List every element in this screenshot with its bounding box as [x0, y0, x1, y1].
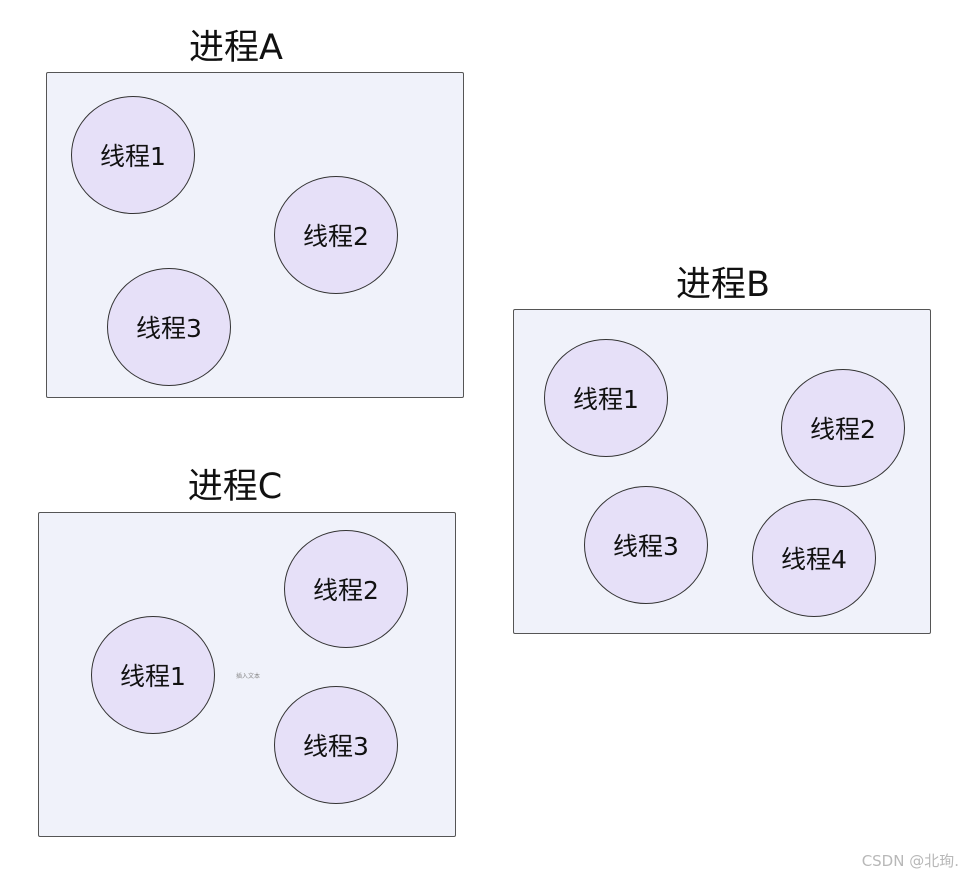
process-c-placeholder-text: 插入文本: [236, 673, 261, 680]
process-c-thread-1: 线程1: [91, 616, 215, 734]
process-b-thread-2: 线程2: [781, 369, 905, 487]
process-c-thread-3: 线程3: [274, 686, 398, 804]
process-a-thread-2: 线程2: [274, 176, 398, 294]
process-c-title: 进程C: [187, 467, 283, 507]
watermark: CSDN @北珣.: [861, 852, 959, 870]
process-a-thread-1-label: 线程1: [100, 142, 166, 171]
process-b-title: 进程B: [675, 265, 771, 305]
process-c-thread-1-label: 线程1: [120, 662, 186, 691]
process-a-thread-3-label: 线程3: [136, 314, 202, 343]
process-a-title: 进程A: [189, 28, 283, 68]
process-b-thread-4-label: 线程4: [781, 545, 847, 574]
process-c-thread-2: 线程2: [284, 530, 408, 648]
process-b-thread-2-label: 线程2: [810, 415, 876, 444]
process-c-thread-2-label: 线程2: [313, 576, 379, 605]
process-a-thread-2-label: 线程2: [303, 222, 369, 251]
process-a-thread-3: 线程3: [107, 268, 231, 386]
process-b-thread-4: 线程4: [752, 499, 876, 617]
process-c-thread-3-label: 线程3: [303, 732, 369, 761]
process-b-thread-3-label: 线程3: [613, 532, 679, 561]
process-b-thread-3: 线程3: [584, 486, 708, 604]
process-b-thread-1-label: 线程1: [573, 385, 639, 414]
process-a-thread-1: 线程1: [71, 96, 195, 214]
process-b-thread-1: 线程1: [544, 339, 668, 457]
